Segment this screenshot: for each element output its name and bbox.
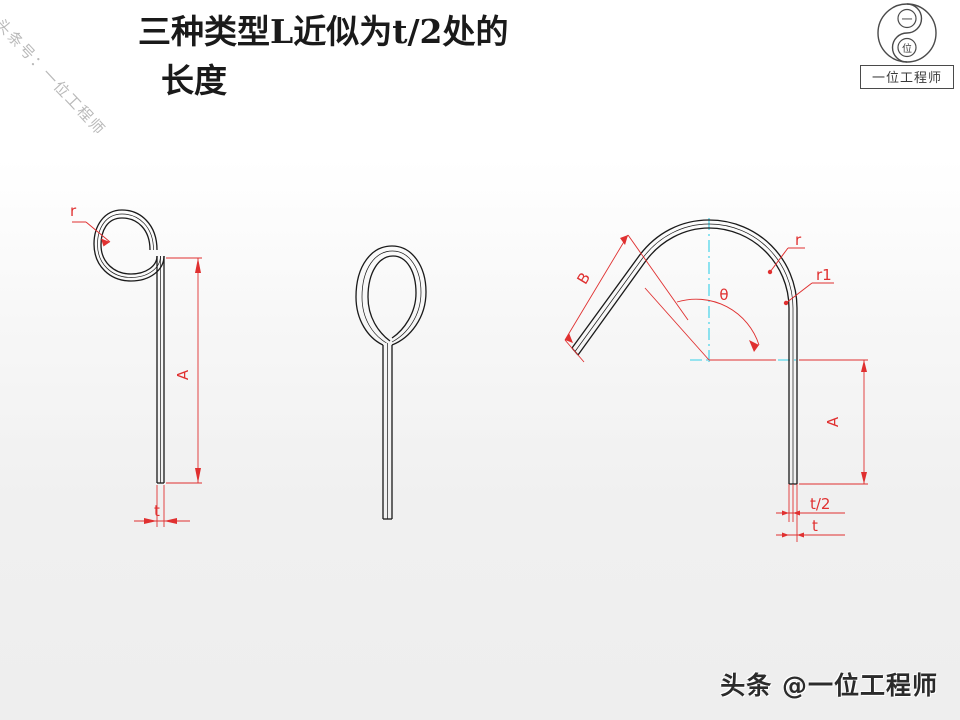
spiral-outer-edge bbox=[93, 209, 165, 282]
t-arrow-left-fig3 bbox=[782, 532, 789, 538]
r-leader-line bbox=[85, 221, 111, 243]
r1-leader-dot bbox=[783, 300, 789, 306]
hook-inner-edge bbox=[571, 219, 798, 360]
A-arrow-bottom bbox=[195, 468, 201, 483]
B-ext-upper bbox=[627, 234, 689, 321]
hook-outer-edge bbox=[577, 227, 790, 360]
label-A-figure-right: A bbox=[824, 416, 842, 427]
figure-right: B θ r r1 A bbox=[564, 218, 868, 542]
label-B-figure-right: B bbox=[573, 269, 594, 287]
yin-yang-circle-icon: 一 位 bbox=[877, 3, 937, 63]
logo-inner-top-char: 一 bbox=[902, 13, 913, 26]
label-t-figure-right: t bbox=[812, 517, 818, 535]
logo-name-box: 一位工程师 bbox=[860, 65, 954, 89]
t-arrow-right-fig3 bbox=[797, 532, 804, 538]
t-arrow-right bbox=[164, 518, 177, 524]
figure-left: r A t bbox=[70, 202, 202, 527]
label-theta-figure-right: θ bbox=[719, 286, 728, 304]
brand-logo: 一 位 一位工程师 bbox=[860, 2, 954, 89]
page-title: 三种类型L近似为t/2处的 长度 bbox=[138, 12, 509, 100]
B-arrow-lower bbox=[565, 333, 573, 343]
t-arrow-left bbox=[144, 518, 157, 524]
hook-center-line bbox=[574, 223, 794, 360]
A-arrow-bottom-right bbox=[861, 472, 867, 484]
loop-inner-edge bbox=[367, 255, 417, 342]
A-arrow-top-right bbox=[861, 360, 867, 372]
r-leader-arrow bbox=[101, 238, 110, 247]
theta-arc bbox=[676, 298, 760, 346]
label-t-figure-left: t bbox=[154, 502, 160, 520]
r-leader-line-right bbox=[769, 247, 789, 273]
r-leader-dot-right bbox=[767, 269, 773, 275]
logo-inner-bottom-char: 位 bbox=[902, 42, 912, 55]
r1-leader-line bbox=[785, 282, 813, 304]
label-A-figure-left: A bbox=[174, 369, 192, 380]
t-half-arrow-right bbox=[793, 510, 800, 516]
footer-attribution: 头条 @一位工程师 bbox=[720, 671, 938, 700]
spiral-inner-edge bbox=[100, 217, 158, 275]
loop-center-line bbox=[361, 250, 422, 344]
B-arrow-upper bbox=[620, 235, 628, 245]
theta-radius-left bbox=[644, 287, 710, 361]
label-r1-figure-right: r1 bbox=[816, 266, 832, 284]
t-half-arrow-left bbox=[782, 510, 789, 516]
loop-outer-edge bbox=[355, 245, 427, 346]
label-r-figure-left: r bbox=[70, 202, 77, 220]
B-ext-lower bbox=[564, 339, 585, 363]
label-r-figure-right: r bbox=[795, 231, 802, 249]
A-arrow-top bbox=[195, 258, 201, 273]
theta-arrow bbox=[749, 340, 759, 352]
spiral-center-line bbox=[97, 213, 161, 278]
B-dim-line bbox=[564, 234, 629, 341]
label-t-half-figure-right: t/2 bbox=[810, 495, 830, 513]
figure-middle bbox=[355, 245, 427, 520]
